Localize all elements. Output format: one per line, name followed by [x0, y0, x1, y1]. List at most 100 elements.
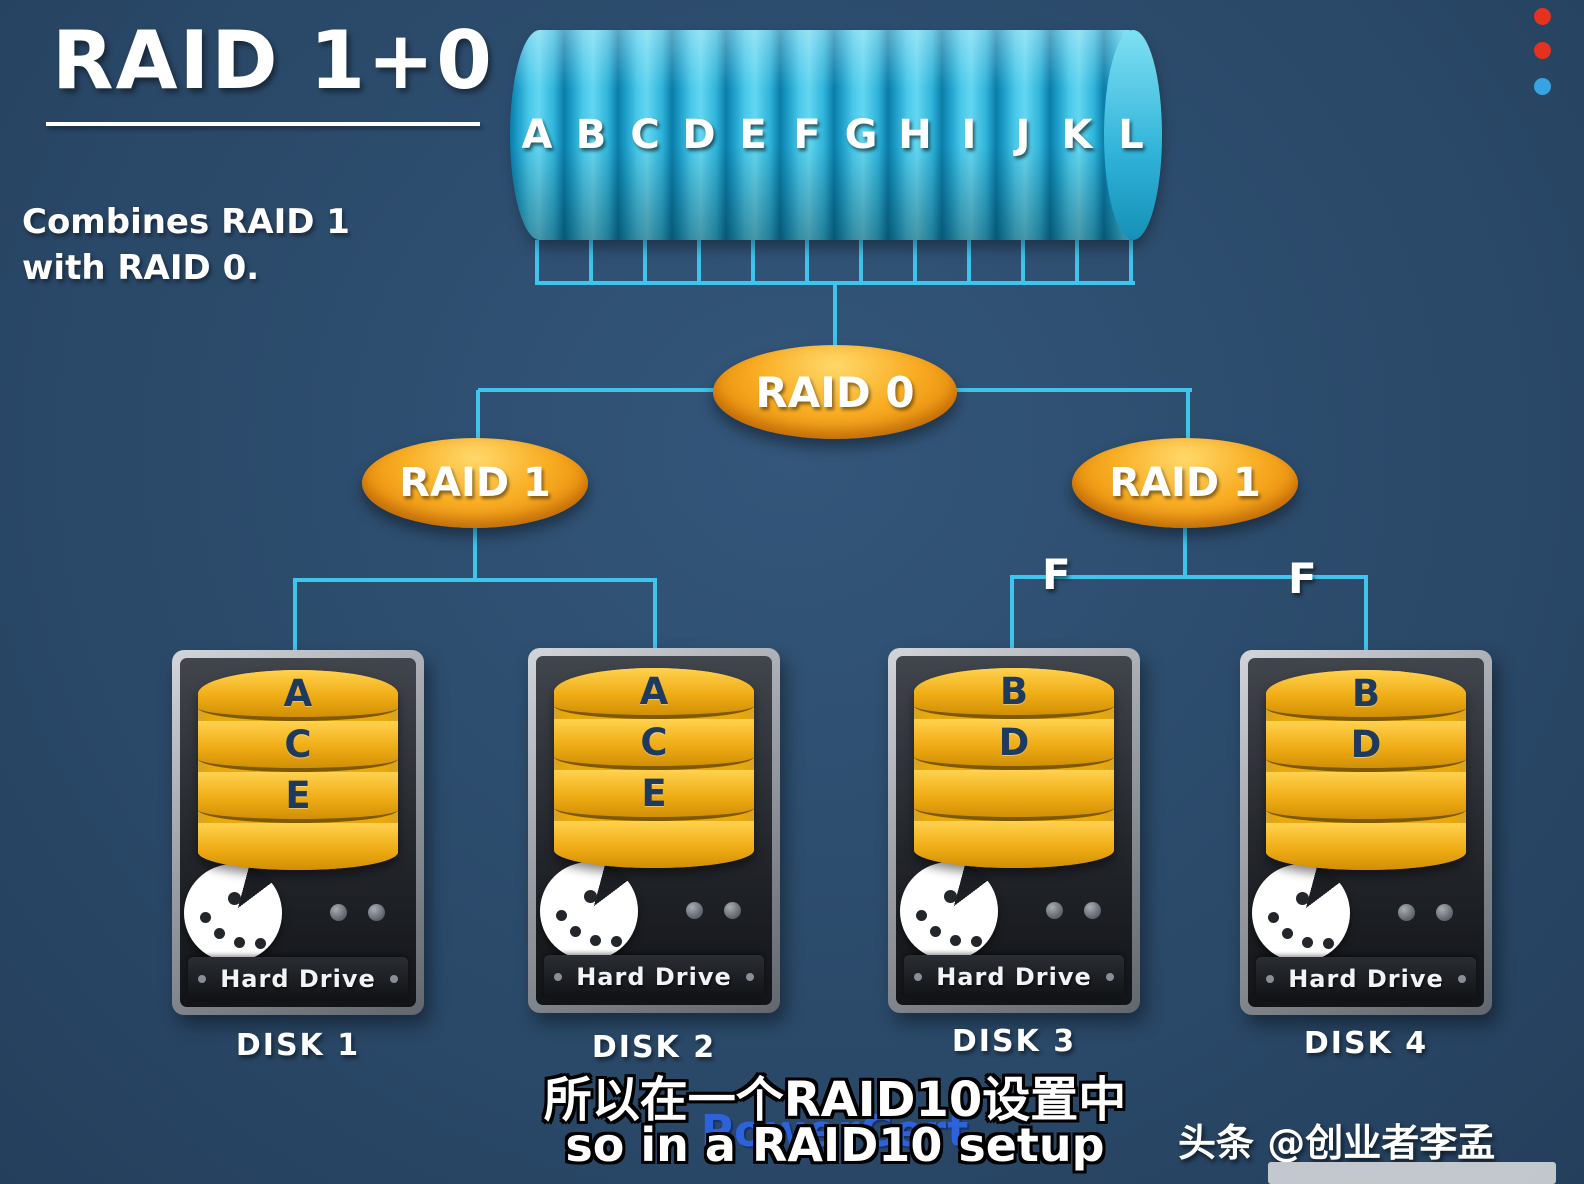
platter-band: B — [1266, 670, 1466, 721]
platter-band — [198, 823, 398, 870]
disc-hole — [971, 936, 982, 947]
drive-dot — [368, 904, 385, 921]
disc-hole — [228, 892, 241, 905]
data-stripe-cylinder — [510, 30, 1162, 240]
stripe-letter: K — [1061, 112, 1093, 158]
platter-band — [914, 821, 1114, 868]
disc-hole — [1296, 892, 1309, 905]
platter-band: A — [554, 668, 754, 719]
connector-raid0-to-raid1-right — [1186, 390, 1190, 446]
platter-letter: A — [283, 672, 313, 715]
screw-dot — [914, 973, 922, 981]
connector-stem-raid0 — [833, 283, 837, 349]
disk-4-name: DISK 4 — [1303, 1026, 1429, 1061]
raid1-right-label: RAID 1 — [1109, 460, 1261, 506]
disc-hole — [584, 890, 597, 903]
platter-band: D — [1266, 721, 1466, 772]
platter-band: D — [914, 719, 1114, 770]
drive-dot — [1398, 904, 1415, 921]
disc-hole — [1282, 928, 1293, 939]
drive-dot — [1084, 902, 1101, 919]
hard-drive-4: B D Hard Drive — [1240, 650, 1492, 1015]
drive-label-bar: Hard Drive — [544, 955, 764, 999]
drive-dot — [686, 902, 703, 919]
connector-to-disk2 — [653, 580, 657, 650]
drive-dot — [1046, 902, 1063, 919]
platter-band — [554, 821, 754, 868]
platter-band: B — [914, 668, 1114, 719]
connector-to-disk3 — [1010, 577, 1014, 650]
disc-hole — [255, 938, 266, 949]
disc-hole — [944, 890, 957, 903]
drive-label-bar: Hard Drive — [188, 957, 408, 1001]
corner-dot-blue — [1534, 78, 1551, 95]
hard-drive-body: A C E Hard Drive — [180, 658, 416, 1007]
drive-dot — [1436, 904, 1453, 921]
hard-drive-1: A C E Hard Drive — [172, 650, 424, 1015]
disc-hole — [590, 935, 601, 946]
disc-hole — [930, 926, 941, 937]
stripe-letter: H — [898, 112, 932, 158]
platter-band: C — [554, 719, 754, 770]
platter-stack: A C E — [198, 670, 398, 870]
platter-band: E — [198, 772, 398, 823]
raid1-right-node: RAID 1 — [1072, 438, 1298, 528]
subtitle-english: so in a RAID10 setup — [565, 1118, 1105, 1172]
platter-stack: A C E — [554, 668, 754, 868]
stripe-letter: C — [630, 112, 660, 158]
spindle-disc-icon — [1252, 864, 1350, 962]
disc-hole — [611, 936, 622, 947]
disc-hole — [1268, 912, 1279, 923]
screw-dot — [554, 973, 562, 981]
platter-letter: A — [639, 670, 669, 713]
spindle-disc-icon — [540, 862, 638, 960]
title-underline — [46, 122, 480, 126]
drive-label-bar: Hard Drive — [904, 955, 1124, 999]
disc-hole — [200, 912, 211, 923]
cylinder-shading — [510, 30, 1158, 240]
screw-dot — [198, 975, 206, 983]
hard-drive-label: Hard Drive — [1288, 965, 1444, 993]
drive-label-bar: Hard Drive — [1256, 957, 1476, 1001]
stripe-letter: A — [521, 112, 553, 158]
platter-letter: B — [1351, 672, 1381, 715]
connector-left-splitter — [293, 578, 657, 582]
raid1-left-node: RAID 1 — [362, 438, 588, 528]
platter-letter: E — [285, 774, 311, 817]
drive-dot — [724, 902, 741, 919]
connector-to-disk1 — [293, 580, 297, 652]
description-line-2: with RAID 0. — [22, 247, 260, 288]
stripe-letter: G — [844, 112, 878, 158]
hard-drive-label: Hard Drive — [220, 965, 376, 993]
disc-hole — [214, 928, 225, 939]
blurred-watermark-bar — [1268, 1162, 1556, 1184]
connector-to-disk4 — [1364, 577, 1368, 652]
raid0-node: RAID 0 — [713, 345, 957, 439]
drive-dot — [330, 904, 347, 921]
branch-label-f-left: F — [1042, 550, 1071, 599]
stripe-letter: I — [961, 112, 977, 158]
disk-3-name: DISK 3 — [951, 1024, 1077, 1059]
platter-band — [1266, 772, 1466, 823]
disc-hole — [916, 910, 927, 921]
toutiao-credit: 头条 @创业者李孟 — [1178, 1121, 1496, 1165]
stripe-letter: L — [1118, 112, 1144, 158]
screw-dot — [1106, 973, 1114, 981]
platter-letter: B — [999, 670, 1029, 713]
stripe-letter: J — [1015, 112, 1031, 158]
platter-band: E — [554, 770, 754, 821]
platter-band: A — [198, 670, 398, 721]
hard-drive-label: Hard Drive — [576, 963, 732, 991]
connector-raid0-to-raid1-left — [476, 390, 480, 446]
screw-dot — [1458, 975, 1466, 983]
connector-right-splitter — [1010, 575, 1368, 579]
platter-letter: C — [640, 721, 668, 764]
hard-drive-2: A C E Hard Drive — [528, 648, 780, 1013]
spindle-disc-icon — [900, 862, 998, 960]
platter-letter: E — [641, 772, 667, 815]
description-text: Combines RAID 1 with RAID 0. — [22, 200, 350, 292]
connector-cylinder-ticks — [535, 240, 1135, 283]
screw-dot — [390, 975, 398, 983]
stripe-letter: F — [793, 112, 821, 158]
